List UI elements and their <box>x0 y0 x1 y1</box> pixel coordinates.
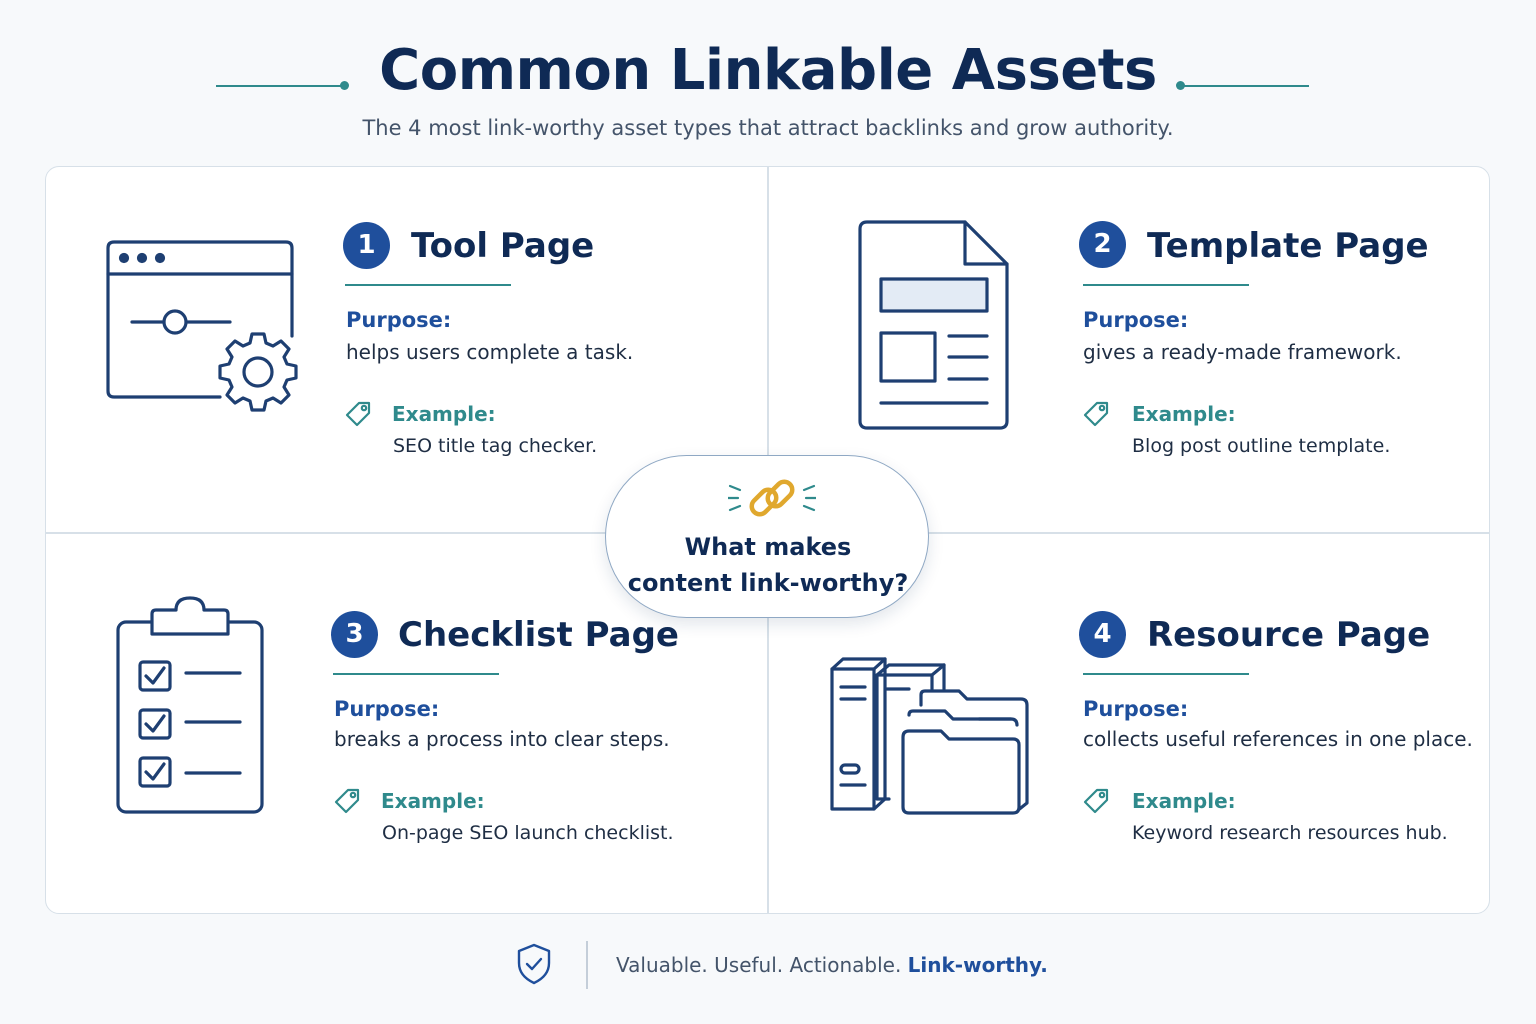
card-3-title-rule <box>333 673 499 675</box>
tag-icon <box>1081 399 1111 433</box>
browser-gear-icon <box>104 238 300 414</box>
card-4-example-label: Example: <box>1132 789 1236 813</box>
tag-icon <box>343 399 373 433</box>
clipboard-checklist-icon <box>114 596 266 818</box>
footer-tagline-text: Valuable. Useful. Actionable. <box>616 953 902 977</box>
center-question-line-2: content link-worthy? <box>627 569 909 597</box>
title-decor-line-right <box>1181 85 1309 87</box>
card-1-title-rule <box>345 284 511 286</box>
card-3-title: Checklist Page <box>398 615 679 655</box>
card-3-purpose-text: breaks a process into clear steps. <box>334 727 670 751</box>
page-subtitle: The 4 most link-worthy asset types that … <box>362 116 1174 140</box>
title-decor-line-left <box>216 85 344 87</box>
title-decor-dot-right <box>1176 81 1185 90</box>
center-question-line-1: What makes <box>684 533 852 561</box>
binders-folders-icon <box>829 653 1033 817</box>
card-2-title: Template Page <box>1147 226 1429 266</box>
card-4-purpose-label: Purpose: <box>1083 697 1189 721</box>
card-1-number-badge: 1 <box>343 222 390 269</box>
center-question-text: What makes content link-worthy? <box>606 529 930 601</box>
chain-link-icon <box>726 474 818 526</box>
shield-check-icon <box>516 943 552 989</box>
page-title: Common Linkable Assets <box>379 38 1157 103</box>
card-2-purpose-label: Purpose: <box>1083 308 1189 332</box>
card-1-purpose-text: helps users complete a task. <box>346 340 634 364</box>
center-question-pill: What makes content link-worthy? <box>605 455 929 618</box>
card-4-title-rule <box>1083 673 1249 675</box>
footer-tagline: Valuable. Useful. Actionable. Link-worth… <box>616 953 1048 977</box>
card-3-number-badge: 3 <box>331 611 378 658</box>
card-2-number-badge: 2 <box>1079 221 1126 268</box>
tag-icon <box>1081 786 1111 820</box>
card-1-purpose-label: Purpose: <box>346 308 452 332</box>
card-2-example-label: Example: <box>1132 402 1236 426</box>
footer-tagline-strong: Link-worthy. <box>907 953 1048 977</box>
card-4-example-text: Keyword research resources hub. <box>1132 822 1448 844</box>
card-1-example-label: Example: <box>392 402 496 426</box>
card-2-title-rule <box>1083 284 1249 286</box>
card-2-example-text: Blog post outline template. <box>1132 435 1391 457</box>
card-3-example-label: Example: <box>381 789 485 813</box>
card-1-title: Tool Page <box>411 226 595 266</box>
footer-separator <box>586 941 588 989</box>
card-4-title: Resource Page <box>1147 615 1431 655</box>
card-3-example-text: On-page SEO launch checklist. <box>382 822 674 844</box>
card-4-number-badge: 4 <box>1079 611 1126 658</box>
card-1-example-text: SEO title tag checker. <box>393 435 598 457</box>
tag-icon <box>332 786 362 820</box>
card-3-purpose-label: Purpose: <box>334 697 440 721</box>
card-4-purpose-text: collects useful references in one place. <box>1083 727 1473 751</box>
document-template-icon <box>857 219 1011 433</box>
title-decor-dot-left <box>340 81 349 90</box>
card-2-purpose-text: gives a ready-made framework. <box>1083 340 1402 364</box>
